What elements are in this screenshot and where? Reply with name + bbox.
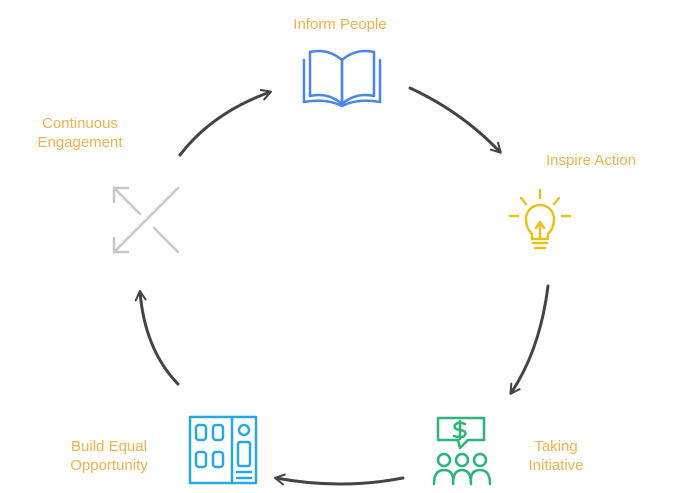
expand-arrows-icon: [112, 186, 180, 254]
arrow-inspire-to-taking: [509, 284, 550, 395]
building-grid-icon: [188, 415, 258, 485]
lightbulb-icon: [508, 188, 572, 250]
label-inform-people: Inform People: [293, 16, 387, 33]
open-book-icon: [302, 49, 382, 108]
label-build-equal-opportunity: Build Equal Opportunity: [70, 438, 148, 474]
arrow-inform-to-inspire: [408, 86, 502, 154]
arrow-continuous-to-inform: [178, 89, 272, 157]
label-continuous-engagement: Continuous Engagement: [37, 115, 123, 151]
label-inspire-action: Inspire Action: [546, 152, 637, 169]
label-taking-initiative: Taking Initiative: [528, 438, 584, 474]
people-with-dollar-speech-bubble-icon: [432, 416, 492, 486]
arrow-taking-to-build: [274, 473, 405, 486]
arrow-build-to-continuous: [134, 290, 180, 386]
